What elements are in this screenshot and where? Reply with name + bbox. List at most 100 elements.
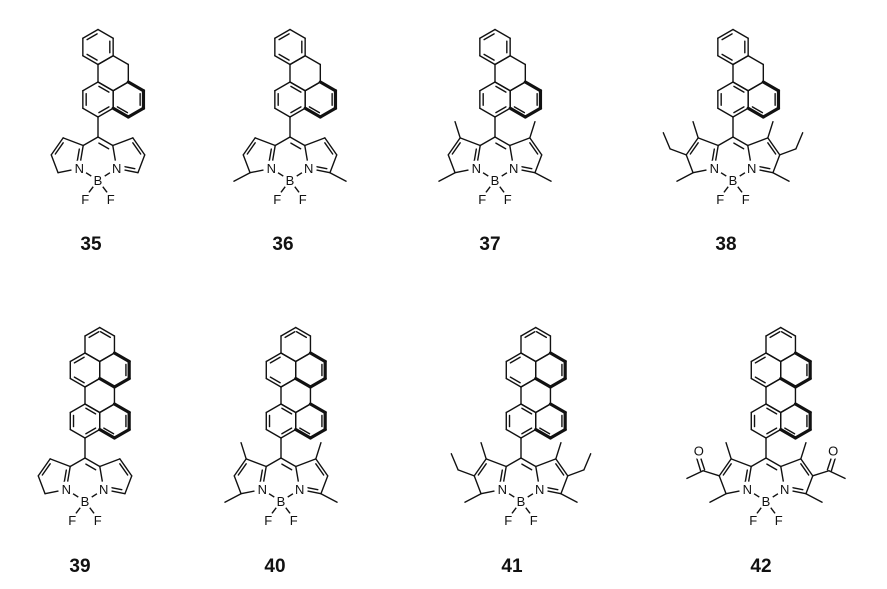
fluorine-atom: F — [742, 192, 750, 207]
compound-number: 41 — [501, 556, 523, 577]
compound-number: 38 — [715, 234, 736, 255]
double-bond-line — [495, 85, 507, 93]
double-bond-line — [86, 33, 98, 41]
aromatic-bond — [82, 55, 99, 66]
aromatic-bond — [280, 377, 297, 388]
methyl-bond — [692, 120, 699, 139]
atom-mask — [758, 493, 774, 510]
aromatic-bond — [765, 377, 782, 388]
aromatic-bond — [534, 427, 553, 440]
aromatic-bond — [265, 403, 282, 414]
bond — [233, 458, 247, 477]
aromatic-bond — [761, 80, 781, 93]
double-bond-line — [529, 142, 539, 155]
bond — [242, 154, 251, 174]
bond — [697, 137, 719, 147]
double-bond-line — [132, 142, 142, 155]
double-bond-line — [324, 142, 334, 155]
boron-atom: B — [729, 173, 738, 188]
aromatic-bond — [494, 81, 511, 92]
bond — [447, 154, 456, 174]
aromatic-bond — [112, 81, 130, 92]
aromatic-bond — [761, 106, 781, 119]
double-bond-line — [721, 53, 733, 61]
double-bond-line — [521, 427, 533, 435]
aromatic-bond — [732, 81, 749, 92]
acetyl-bond — [828, 470, 846, 480]
aromatic-bond — [732, 28, 749, 39]
aromatic-bond — [97, 107, 114, 118]
bond — [315, 458, 329, 477]
atom-mask — [825, 442, 842, 459]
ethyl-bond — [795, 132, 804, 150]
atom-mask — [90, 172, 106, 189]
bond — [137, 154, 146, 174]
methyl-bond — [315, 442, 322, 460]
ethyl-bond — [583, 453, 592, 471]
aromatic-bond — [750, 428, 767, 439]
aromatic-bond — [494, 28, 511, 39]
double-bond-line — [98, 106, 110, 114]
nitrogen-atom: N — [498, 482, 507, 497]
aromatic-bond — [295, 403, 312, 414]
double-bond-line — [451, 142, 461, 155]
perylene-unit — [265, 326, 327, 440]
aromatic-bond — [295, 352, 312, 363]
bond — [295, 458, 317, 468]
double-bond-line — [290, 142, 302, 150]
aromatic-bond — [126, 80, 146, 93]
aromatic-bond — [520, 352, 537, 363]
fluorine-atom: F — [264, 513, 272, 528]
double-bond-line — [290, 85, 302, 93]
aromatic-bond — [126, 106, 146, 119]
fluorine-atom: F — [273, 192, 281, 207]
fluorine-atom: F — [299, 192, 307, 207]
boron-atom: B — [94, 173, 103, 188]
pyrene-unit — [479, 28, 543, 119]
carbonyl-bond — [826, 456, 833, 471]
bond — [82, 136, 99, 147]
double-bond-line — [751, 106, 764, 114]
aromatic-bond — [112, 376, 131, 389]
methyl-bond — [233, 171, 251, 182]
nitrogen-atom: N — [75, 161, 84, 176]
aromatic-bond — [289, 81, 306, 92]
double-bond-line — [483, 53, 495, 61]
bond — [509, 137, 531, 147]
aromatic-bond — [318, 106, 338, 119]
boron-atom: B — [277, 494, 286, 509]
atom-mask — [77, 493, 93, 510]
bond — [62, 137, 84, 147]
double-bond-line — [555, 463, 565, 476]
atom-mask — [77, 191, 94, 208]
double-bond-line — [784, 427, 796, 435]
methyl-bond — [676, 171, 694, 182]
methyl-bond — [725, 442, 732, 460]
aromatic-bond — [308, 351, 327, 364]
acetyl-bond — [812, 470, 830, 477]
aromatic-bond — [505, 377, 522, 388]
atom-mask — [525, 512, 542, 529]
aromatic-bond — [747, 55, 765, 66]
compound-number: 39 — [69, 556, 90, 577]
atom-mask — [690, 442, 707, 459]
methyl-bond — [709, 493, 727, 503]
fluorine-atom: F — [81, 192, 89, 207]
bond — [494, 136, 511, 147]
aromatic-bond — [308, 427, 327, 440]
aromatic-bond — [548, 351, 567, 364]
aromatic-bond — [274, 28, 291, 39]
bond — [69, 457, 86, 468]
aromatic-bond — [520, 403, 537, 414]
double-bond-line — [284, 331, 296, 339]
bond — [732, 136, 749, 147]
bond — [124, 475, 133, 495]
aromatic-bond — [84, 352, 101, 363]
methyl-bond — [560, 493, 578, 503]
